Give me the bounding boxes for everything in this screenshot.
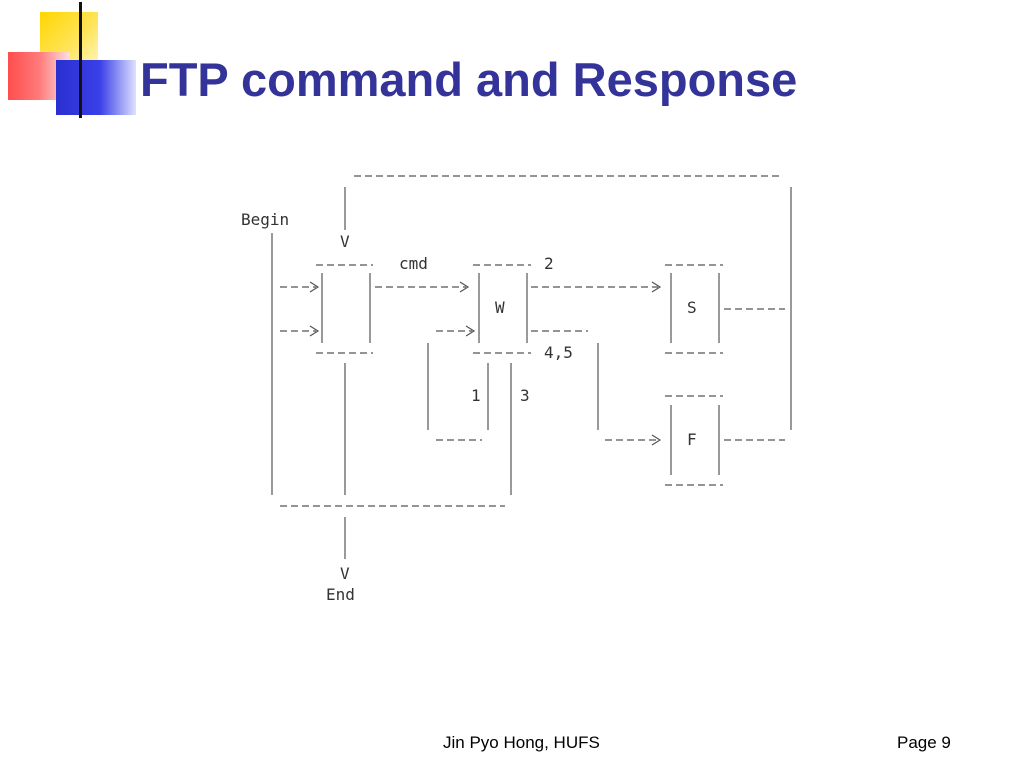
arrowhead-box1-bottom xyxy=(309,325,320,337)
v-arrow-bottom: V xyxy=(340,564,350,583)
slide-title: FTP command and Response xyxy=(140,53,798,106)
arrowhead-w-lower xyxy=(465,325,476,337)
diagram-lines xyxy=(271,175,792,559)
end-label: End xyxy=(326,585,355,604)
cmd-label: cmd xyxy=(399,254,428,273)
state-w: W xyxy=(495,298,505,317)
footer-page-number: Page 9 xyxy=(897,733,951,752)
arrowhead-box1-top xyxy=(309,281,320,293)
arrowhead-cmd xyxy=(459,281,470,293)
logo-blue-square xyxy=(56,60,136,115)
begin-label: Begin xyxy=(241,210,290,229)
state-s: S xyxy=(687,298,697,317)
logo xyxy=(0,0,140,125)
response-three-label: 3 xyxy=(520,386,530,405)
response-four-five-label: 4,5 xyxy=(544,343,573,362)
response-two-label: 2 xyxy=(544,254,554,273)
logo-vertical-line xyxy=(79,2,82,118)
arrowhead-to-f xyxy=(651,434,662,446)
arrowhead-w-to-s xyxy=(651,281,662,293)
footer-author: Jin Pyo Hong, HUFS xyxy=(443,733,600,752)
v-arrow-top: V xyxy=(340,232,350,251)
response-one-label: 1 xyxy=(471,386,481,405)
state-f: F xyxy=(687,430,697,449)
ftp-state-diagram: Begin V cmd 2 W S 4,5 1 3 F V End xyxy=(240,155,800,615)
